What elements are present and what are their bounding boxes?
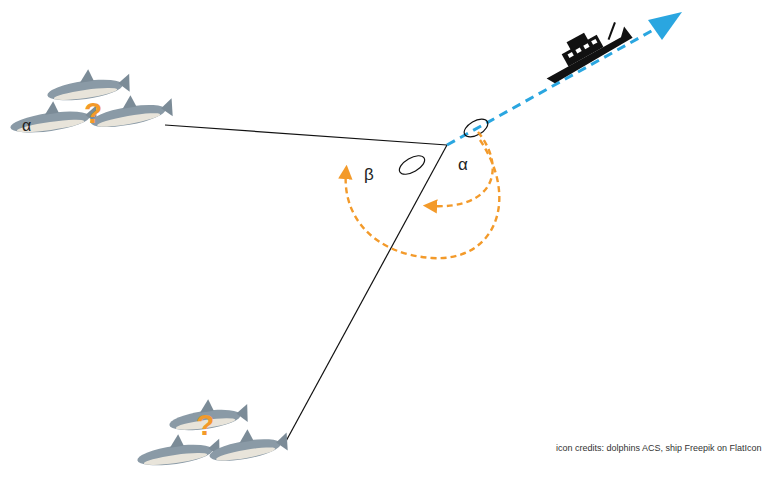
angle-marker [396,152,427,178]
question-mark: ? [196,410,214,440]
heading-line [447,24,664,145]
angle-symbol: β [364,166,374,183]
sight-line [285,145,447,443]
credit-note: icon credits: dolphins ACS, ship Freepik… [556,444,762,453]
dolphin-group [8,64,175,137]
angle-arc [346,140,500,258]
ship-icon [536,13,634,85]
sight-line [165,125,447,145]
angle-symbol: α [458,156,468,173]
angle-marker [461,115,491,140]
angle-symbol: α [22,118,31,134]
heading-arrowhead [648,12,682,40]
dolphin-group [135,394,290,469]
question-mark: ? [84,98,102,128]
